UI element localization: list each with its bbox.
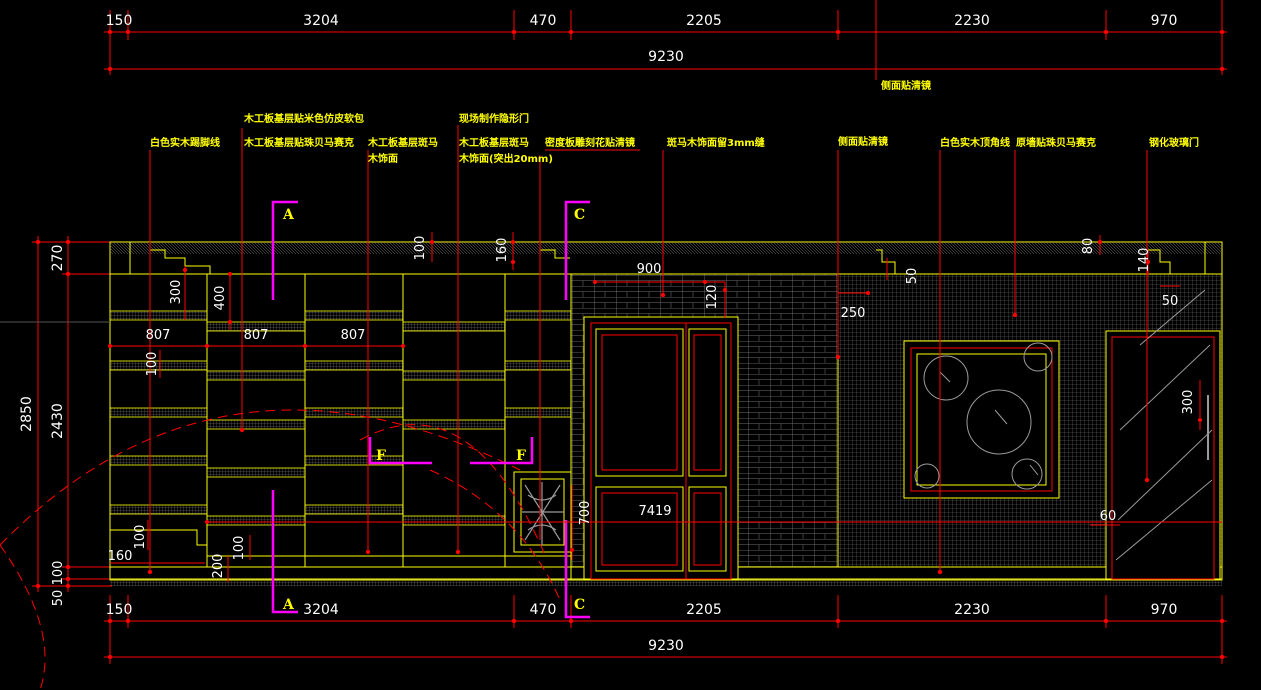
dim-807-a: 807 — [146, 328, 171, 343]
dim-50-a: 50 — [905, 268, 920, 285]
dim-100-a: 100 — [145, 352, 160, 377]
top-dim-1: 150 — [106, 13, 133, 29]
door-swing-arcs — [0, 409, 561, 690]
dim-300-right: 300 — [1181, 390, 1196, 415]
left-dim-bottom-a: 100 — [51, 561, 66, 586]
dim-200: 200 — [211, 554, 226, 579]
top-dim-6: 970 — [1151, 13, 1178, 29]
label-wood-board-zebra-l1: 木工板基层斑马 — [367, 136, 438, 149]
dim-80: 80 — [1081, 238, 1096, 255]
top-dim-4: 2205 — [686, 13, 722, 29]
label-wood-board-zebra-raised-l2: 木饰面(突出20mm) — [458, 152, 553, 165]
carved-panel — [513, 471, 572, 553]
bottom-dim-total: 9230 — [648, 638, 684, 654]
dim-100-b: 100 — [133, 525, 148, 550]
bottom-dim-6: 970 — [1151, 602, 1178, 618]
dim-50-b: 50 — [1162, 294, 1179, 309]
label-wood-board-shell-mosaic: 木工板基层贴珠贝马赛克 — [243, 136, 354, 149]
top-dim-2: 3204 — [303, 13, 339, 29]
label-white-wood-baseboard: 白色实木踢脚线 — [150, 136, 220, 149]
left-dim-middle: 2430 — [50, 403, 66, 439]
left-dim-bottom-b: 50 — [51, 590, 66, 607]
hidden-door — [583, 316, 739, 580]
top-dim-3: 470 — [530, 13, 557, 29]
label-white-wood-top-line: 白色实木顶角线 — [940, 136, 1010, 149]
top-dimension-ticks — [107, 29, 1225, 72]
top-dim-5: 2230 — [954, 13, 990, 29]
dim-807-b: 807 — [244, 328, 269, 343]
bottom-dimension-ticks — [107, 618, 1225, 660]
dim-7419: 7419 — [638, 504, 671, 519]
plinth — [110, 529, 571, 557]
label-onsite-hidden-door: 现场制作隐形门 — [459, 112, 529, 125]
left-dimension-chain — [32, 236, 112, 592]
shelf-bands — [109, 310, 572, 526]
label-wood-board-zebra-l2: 木饰面 — [367, 152, 398, 165]
bottom-dim-2: 3204 — [303, 602, 339, 618]
bottom-dim-1: 150 — [106, 602, 133, 618]
dim-250: 250 — [841, 306, 866, 321]
top-dimension-chain — [104, 0, 1227, 80]
section-mark-lines — [271, 200, 590, 619]
bottom-dim-4: 2205 — [686, 602, 722, 618]
label-side-mirror-top: 侧面贴清镜 — [881, 79, 931, 92]
dim-160-top: 160 — [495, 238, 510, 263]
dim-400: 400 — [213, 286, 228, 311]
label-zebra-wood-3mm-seam: 斑马木饰面留3mm缝 — [667, 136, 765, 149]
left-dim-overall: 2850 — [19, 396, 35, 432]
mirror-art-panel — [903, 340, 1060, 499]
section-mark-c-bottom: C — [574, 597, 585, 613]
label-wood-board-white-leather: 木工板基层贴米色仿皮软包 — [243, 112, 364, 125]
crown-moulding — [129, 242, 1206, 274]
label-tempered-glass-door: 钢化玻璃门 — [1149, 136, 1199, 149]
section-mark-c-top: C — [574, 207, 585, 223]
dim-160: 160 — [108, 549, 133, 564]
dim-700: 700 — [578, 501, 593, 526]
label-wood-board-zebra-raised-l1: 木工板基层斑马 — [458, 136, 529, 149]
dim-100-c: 100 — [232, 536, 247, 561]
inner-dimension-ticks — [108, 240, 1202, 552]
left-dimension-ticks — [35, 239, 71, 589]
glass-door — [1105, 289, 1221, 580]
dim-300: 300 — [169, 280, 184, 305]
floor-band — [110, 579, 1222, 586]
top-dim-total: 9230 — [648, 49, 684, 65]
dim-140: 140 — [1137, 248, 1152, 273]
bottom-dim-3: 470 — [530, 602, 557, 618]
section-mark-f-left: F — [376, 448, 386, 464]
leader-endpoints — [147, 292, 1150, 575]
inner-dimension-lines — [110, 232, 1222, 582]
dim-807-c: 807 — [341, 328, 366, 343]
section-mark-f-right: F — [516, 448, 526, 464]
dim-120: 120 — [705, 285, 720, 310]
bottom-dim-5: 2230 — [954, 602, 990, 618]
section-mark-a-top: A — [282, 207, 295, 223]
ceiling-band — [110, 242, 1222, 254]
leader-lines — [149, 125, 1148, 572]
dim-100-top: 100 — [413, 236, 428, 261]
label-original-wall-mosaic: 原墙贴珠贝马赛克 — [1016, 136, 1096, 149]
left-dim-top: 270 — [50, 245, 66, 272]
label-side-mirror: 侧面贴清镜 — [838, 135, 888, 148]
dim-60: 60 — [1100, 509, 1117, 524]
dim-900: 900 — [637, 262, 662, 277]
section-mark-a-bottom: A — [282, 597, 295, 613]
label-density-board-mirror: 密度板雕刻花贴清镜 — [545, 136, 635, 149]
